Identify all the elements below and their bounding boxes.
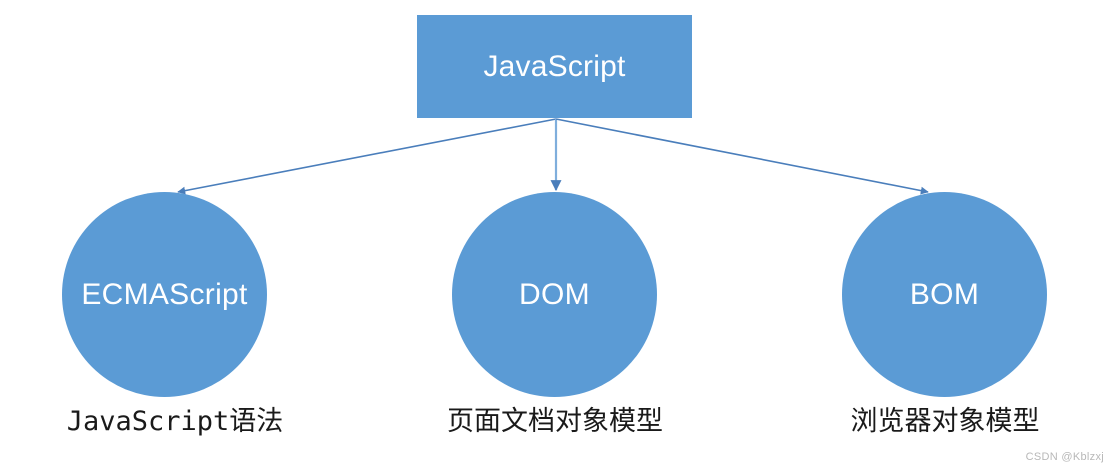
node-ecmascript-caption: JavaScript语法: [66, 406, 284, 437]
arrow-to-ecmascript: [177, 118, 557, 195]
arrow-to-bom: [555, 118, 929, 195]
root-node-label: JavaScript: [483, 49, 626, 83]
root-node-javascript[interactable]: JavaScript: [417, 15, 692, 118]
node-ecmascript-circle[interactable]: ECMAScript: [62, 192, 267, 397]
node-bom-label: BOM: [909, 277, 980, 311]
node-ecmascript-label: ECMAScript: [81, 277, 248, 311]
node-bom-circle[interactable]: BOM: [842, 192, 1047, 397]
node-dom-circle[interactable]: DOM: [452, 192, 657, 397]
watermark: CSDN @Kblzxj: [1025, 451, 1104, 463]
node-dom-caption: 页面文档对象模型: [447, 406, 663, 437]
node-bom-caption: 浏览器对象模型: [850, 406, 1040, 437]
node-dom-label: DOM: [519, 277, 590, 311]
